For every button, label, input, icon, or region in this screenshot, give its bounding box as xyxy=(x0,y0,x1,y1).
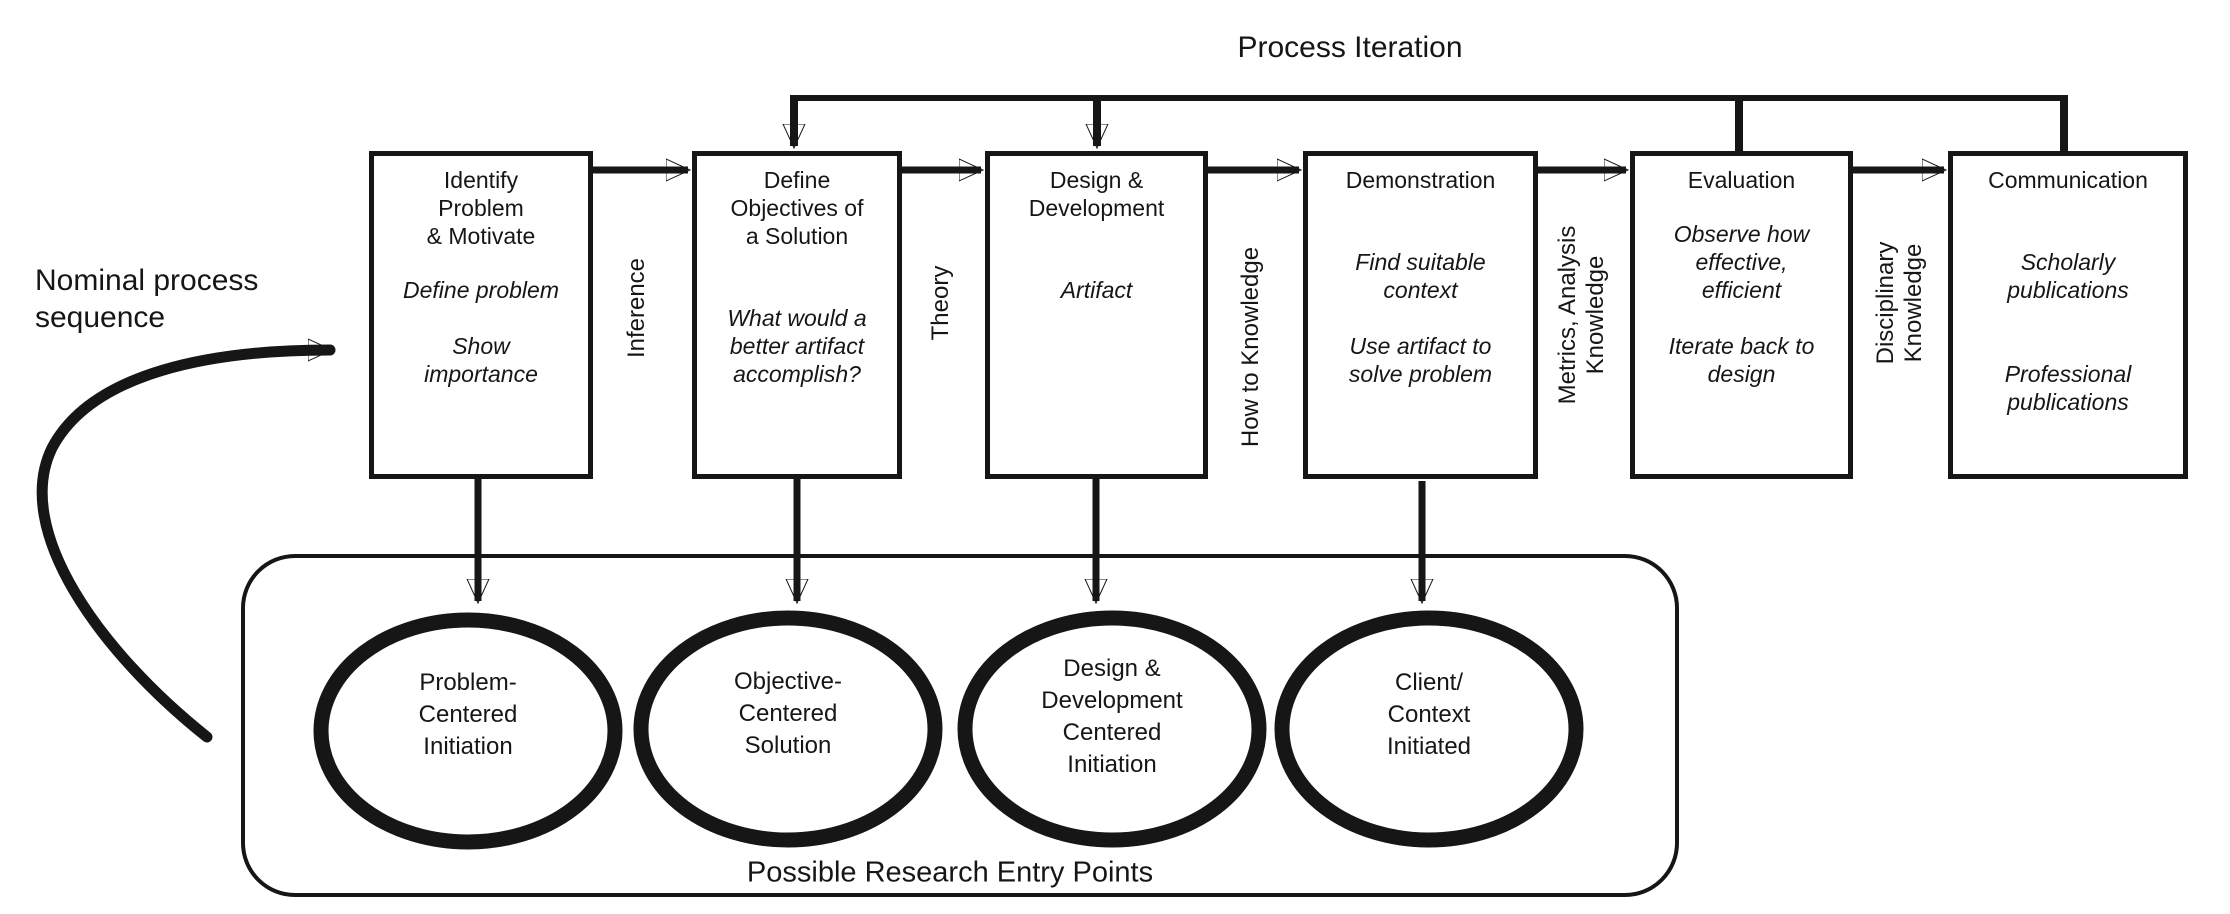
box-communication: Communication Scholarly publications Pro… xyxy=(1948,151,2188,479)
entry-design-centered-label: Design & Development Centered Initiation xyxy=(1041,655,1183,778)
box-define-objectives: Define Objectives of a Solution What wou… xyxy=(692,151,902,479)
ellipse-problem-centered xyxy=(313,612,623,850)
box-body: Artifact xyxy=(1060,277,1133,303)
ellipse-design-centered xyxy=(957,610,1267,848)
box-demonstration: Demonstration Find suitable context Use … xyxy=(1303,151,1538,479)
ellipse-objective-centered xyxy=(633,610,943,848)
box-body: Define problem Show importance xyxy=(403,277,559,387)
nominal-sequence-arrow xyxy=(36,350,336,743)
box-title: Define Objectives of a Solution xyxy=(730,167,864,249)
flow-label-theory: Theory xyxy=(927,265,954,341)
box-body: Find suitable context Use artifact to so… xyxy=(1348,249,1493,387)
box-evaluation: Evaluation Observe how effective, effici… xyxy=(1630,151,1853,479)
flow-label-disciplinary-knowledge: Disciplinary Knowledge xyxy=(1872,241,1927,365)
box-title: Demonstration xyxy=(1345,167,1496,193)
box-title: Design & Development xyxy=(1028,167,1165,221)
entry-points-container xyxy=(241,554,1679,897)
box-body: What would a better artifact accomplish? xyxy=(727,305,867,387)
box-body: Scholarly publications Professional publ… xyxy=(2004,249,2132,415)
box-title: Communication xyxy=(1988,167,2148,193)
flow-label-metrics-analysis-knowledge: Metrics, Analysis Knowledge xyxy=(1554,225,1609,405)
entry-problem-centered-label: Problem- Centered Initiation xyxy=(418,669,518,760)
box-title: Identify Problem & Motivate xyxy=(426,167,536,249)
ellipse-client-context xyxy=(1274,610,1584,848)
process-iteration-label: Process Iteration xyxy=(1237,31,1463,64)
nominal-process-sequence-label: Nominal process sequence xyxy=(35,264,259,334)
entry-client-context-label: Client/ Context Initiated xyxy=(1386,669,1472,760)
box-identify-problem: Identify Problem & Motivate Define probl… xyxy=(369,151,593,479)
box-title: Evaluation xyxy=(1687,167,1796,193)
flow-label-inference: Inference xyxy=(623,257,650,359)
box-body: Observe how effective, efficient Iterate… xyxy=(1668,221,1815,387)
box-design-development: Design & Development Artifact xyxy=(985,151,1208,479)
flow-label-how-to-knowledge: How to Knowledge xyxy=(1237,246,1264,448)
entry-points-caption: Possible Research Entry Points xyxy=(746,856,1154,889)
entry-objective-centered-label: Objective- Centered Solution xyxy=(733,668,843,759)
